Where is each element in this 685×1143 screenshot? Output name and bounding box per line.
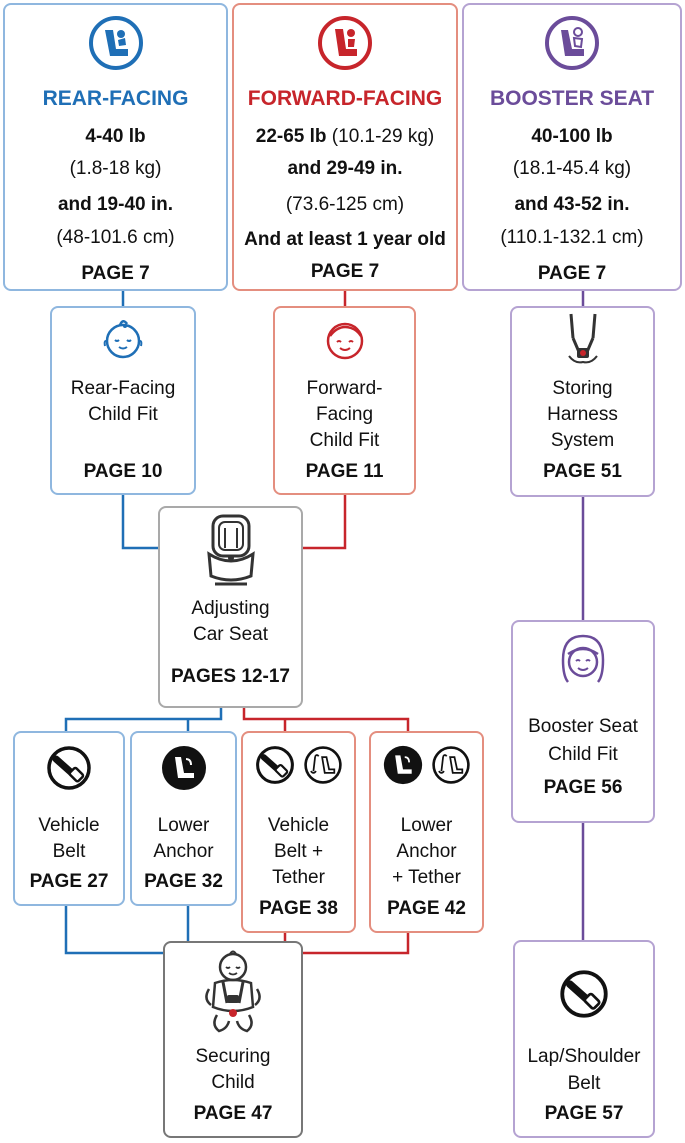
lower-anchor-tether-card[interactable]: Lower Anchor + Tether PAGE 42: [369, 731, 484, 933]
node-label-line1: Rear-Facing: [70, 378, 176, 399]
node-label-line2: Car Seat: [193, 624, 268, 645]
tether-icon: [432, 746, 470, 784]
page-ref[interactable]: PAGE 32: [144, 871, 223, 892]
category-title: FORWARD-FACING: [247, 87, 443, 110]
page-ref[interactable]: PAGE 47: [193, 1103, 273, 1124]
booster-seat-card[interactable]: BOOSTER SEAT 40-100 lb (18.1-45.4 kg) an…: [462, 3, 682, 291]
forward-facing-child-fit-card[interactable]: Forward- Facing Child Fit PAGE 11: [273, 306, 416, 495]
node-label-line1: Lap/Shoulder: [527, 1046, 641, 1067]
page-ref[interactable]: PAGE 42: [387, 898, 466, 919]
rear-facing-child-fit-card[interactable]: Rear-Facing Child Fit PAGE 10: [50, 306, 196, 495]
seat-belt-icon: [560, 970, 608, 1018]
page-ref[interactable]: PAGE 56: [543, 777, 623, 798]
node-label-line2: Child: [211, 1072, 255, 1093]
node-label-line1: Securing: [195, 1046, 271, 1067]
vehicle-belt-tether-card[interactable]: Vehicle Belt + Tether PAGE 38: [241, 731, 356, 933]
height-range: and 29-49 in.: [287, 158, 403, 179]
category-title: BOOSTER SEAT: [489, 87, 655, 110]
secured-baby-icon: [205, 950, 261, 1033]
node-label-line2: Harness: [547, 404, 618, 425]
height-range: and 43-52 in.: [514, 194, 630, 215]
forward-facing-card[interactable]: FORWARD-FACING 22-65 lb (10.1-29 kg) and…: [232, 3, 458, 291]
weight-range-metric: (1.8-18 kg): [69, 158, 162, 179]
page-ref[interactable]: PAGE 7: [310, 261, 380, 282]
node-label-line1: Storing: [552, 378, 613, 399]
page-ref[interactable]: PAGE 57: [544, 1103, 624, 1124]
seat-belt-icon: [256, 746, 294, 784]
node-label-line1: Forward-: [306, 378, 383, 399]
page-ref[interactable]: PAGE 51: [543, 461, 622, 482]
car-seat-icon: [206, 514, 255, 586]
node-label-line1: Lower: [400, 815, 453, 836]
page-ref[interactable]: PAGE 38: [259, 898, 338, 919]
node-label-line2: Belt: [567, 1073, 601, 1094]
booster-seat-icon: [545, 16, 599, 70]
node-label-line3: Child Fit: [309, 430, 380, 451]
vehicle-belt-card[interactable]: Vehicle Belt PAGE 27: [13, 731, 125, 906]
node-label-line1: Adjusting: [191, 598, 270, 619]
node-label-line1: Vehicle: [267, 815, 330, 836]
node-label-line2: Anchor: [153, 841, 214, 862]
weight-range-metric: (18.1-45.4 kg): [512, 158, 632, 179]
node-label-line1: Vehicle: [38, 815, 100, 836]
height-range-metric: (48-101.6 cm): [56, 227, 175, 248]
node-label-line1: Booster Seat: [528, 716, 638, 737]
page-ref[interactable]: PAGES 12-17: [171, 666, 290, 687]
node-label-line2: Belt: [52, 841, 86, 862]
node-label-line2: Anchor: [396, 841, 457, 862]
weight-range: 4-40 lb: [85, 126, 146, 147]
category-title: REAR-FACING: [42, 87, 189, 110]
page-ref[interactable]: PAGE 7: [537, 263, 607, 284]
lower-anchor-icon: [161, 746, 206, 790]
page-ref[interactable]: PAGE 11: [305, 461, 384, 482]
forward-facing-seat-icon: [318, 16, 372, 70]
securing-child-card[interactable]: Securing Child PAGE 47: [163, 941, 303, 1138]
age-requirement: And at least 1 year old: [244, 229, 446, 250]
page-ref[interactable]: PAGE 10: [83, 461, 163, 482]
node-label-line2: Facing: [315, 404, 374, 425]
page-ref[interactable]: PAGE 27: [29, 871, 109, 892]
node-label-line2: Child Fit: [88, 404, 158, 425]
node-label-line2: Belt +: [273, 841, 324, 862]
booster-seat-child-fit-card[interactable]: Booster Seat Child Fit PAGE 56: [511, 620, 655, 823]
height-range-metric: (73.6-125 cm): [285, 194, 405, 215]
rear-facing-seat-icon: [88, 16, 143, 70]
adjusting-car-seat-card[interactable]: Adjusting Car Seat PAGES 12-17: [158, 506, 303, 708]
weight-range: 22-65 lb (10.1-29 kg): [234, 123, 456, 150]
height-range-metric: (110.1-132.1 cm): [500, 227, 644, 248]
node-label-line2: Child Fit: [548, 744, 618, 765]
weight-range-metric: (10.1-29 kg): [326, 126, 435, 147]
node-label-line1: Lower: [157, 815, 210, 836]
weight-range: 40-100 lb: [531, 126, 613, 147]
baby-face-icon: [103, 320, 143, 359]
tether-icon: [304, 746, 342, 784]
node-label-line3: Tether: [272, 867, 325, 888]
lap-shoulder-belt-card[interactable]: Lap/Shoulder Belt PAGE 57: [513, 940, 655, 1138]
child-face-icon: [326, 322, 363, 360]
seat-belt-icon: [47, 746, 91, 790]
rear-facing-card[interactable]: REAR-FACING 4-40 lb (1.8-18 kg) and 19-4…: [3, 3, 228, 291]
weight-range-lb: 22-65 lb: [255, 126, 327, 147]
lower-anchor-icon: [383, 745, 423, 785]
page-ref[interactable]: PAGE 7: [81, 263, 150, 284]
node-label-line3: + Tether: [392, 867, 461, 888]
lower-anchor-card[interactable]: Lower Anchor PAGE 32: [130, 731, 237, 906]
node-label-line3: System: [550, 430, 615, 451]
girl-face-icon: [561, 634, 605, 683]
storing-harness-card[interactable]: Storing Harness System PAGE 51: [510, 306, 655, 497]
height-range: and 19-40 in.: [57, 194, 174, 215]
harness-icon: [567, 313, 598, 364]
